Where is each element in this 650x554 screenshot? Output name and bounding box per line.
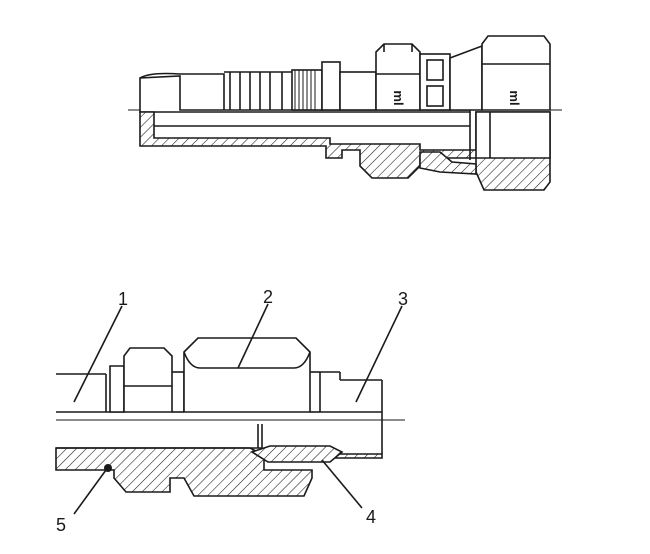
hose-tail-tip [139,72,225,110]
large-hex-nut [183,337,321,413]
nut-marking-2: ml [507,90,522,105]
collar-thread [291,69,323,111]
top-seal-ring [419,151,477,175]
bottom-compression-fitting [55,337,405,497]
hose-barbs [224,71,292,110]
top-swivel-nut: ml [449,35,551,111]
left-small-nut [109,347,185,413]
callout-leaders [73,303,403,515]
right-tube [320,371,383,454]
callout-4: 4 [366,507,376,527]
callout-5: 5 [56,515,66,535]
leader-1 [73,305,123,403]
nut-marking-1: ml [391,90,406,105]
callout-labels: 1 2 3 4 5 [56,287,408,535]
leader-4 [321,459,363,509]
top-hose-fitting: ml ml [128,35,562,191]
collar-neck [339,71,377,111]
leader-5 [73,469,107,515]
top-body-flats [419,53,451,111]
collar-ring [321,61,341,111]
leader-3 [355,305,403,403]
top-swivel-bore [475,111,551,159]
olive-ring [250,445,344,463]
callout-2: 2 [263,287,273,307]
leader-2 [237,303,269,369]
callout-3: 3 [398,289,408,309]
top-hex-nut: ml [375,43,421,111]
callout-1: 1 [118,289,128,309]
